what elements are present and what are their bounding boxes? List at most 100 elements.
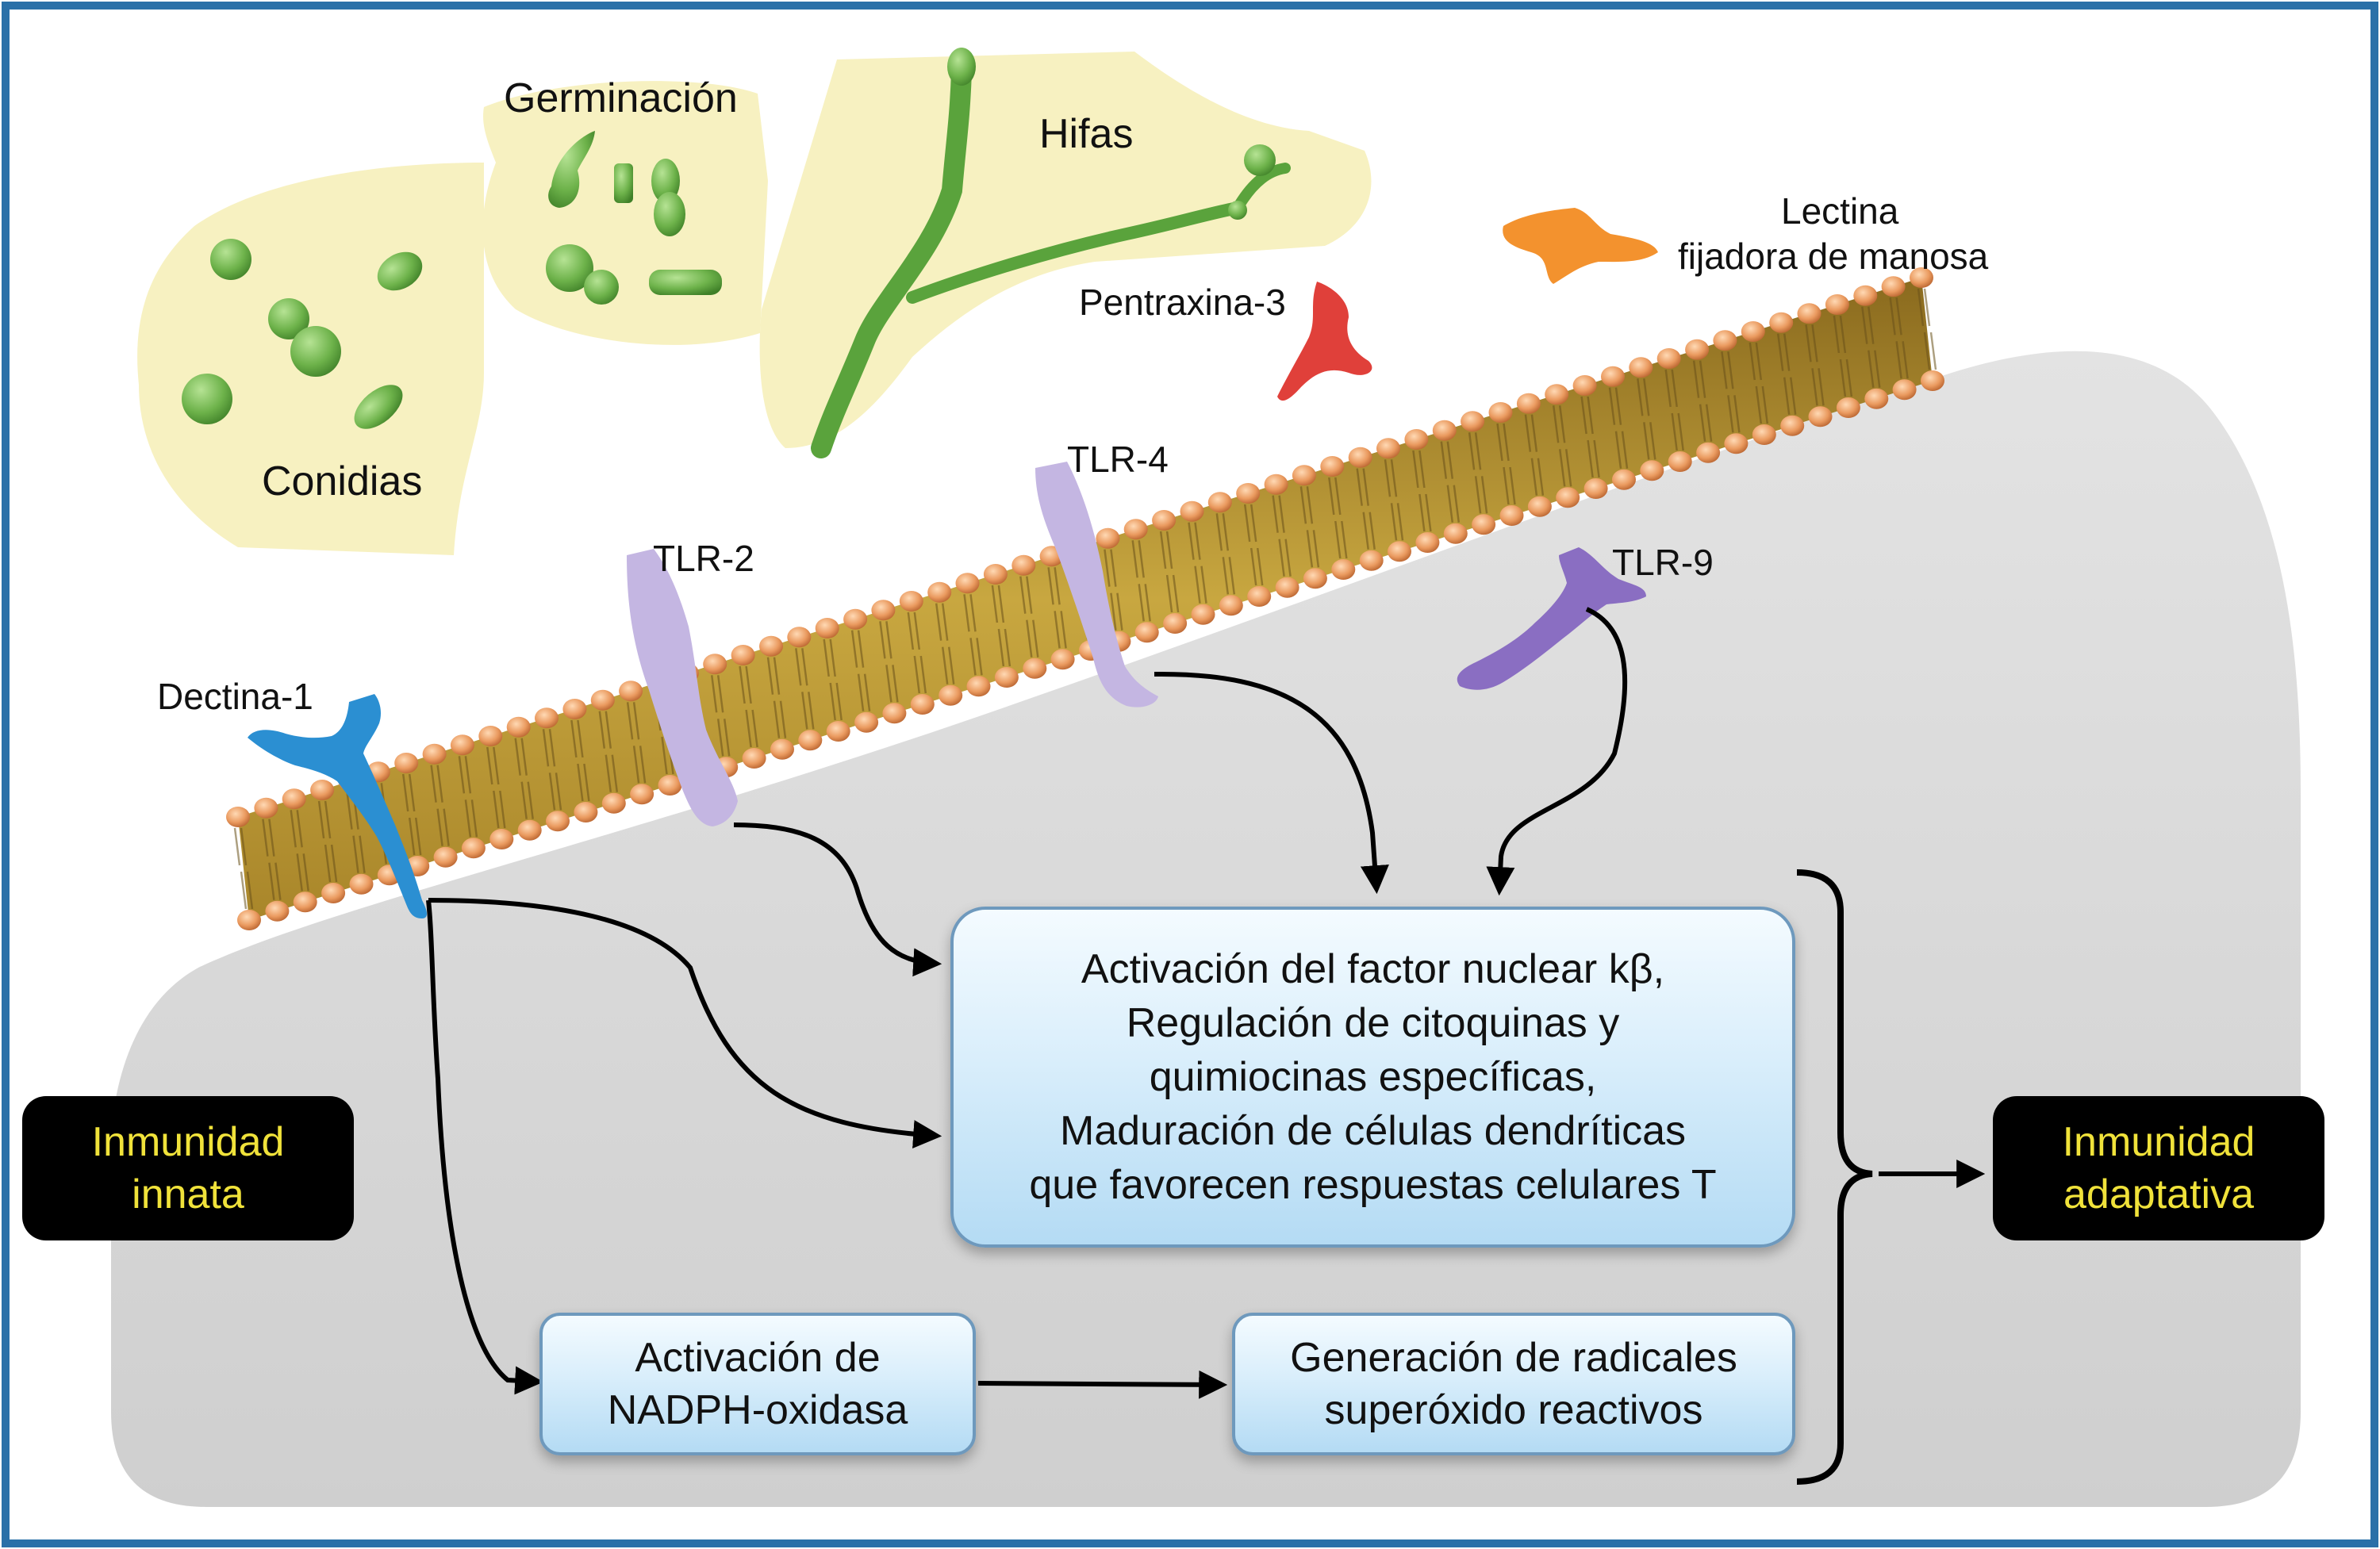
lipid-tail — [739, 665, 746, 704]
lipid-head-outer — [282, 788, 306, 810]
lipid-head-inner — [939, 684, 963, 706]
lipid-tail — [716, 675, 724, 713]
arrow-dectin-to-main — [428, 898, 942, 1149]
lipid-tail — [639, 746, 647, 784]
lipid-tail — [1453, 485, 1461, 523]
lipid-tail — [296, 853, 303, 891]
main-box-line-4: Maduración de células dendríticas — [1059, 1108, 1687, 1154]
lipid-head-inner — [1864, 388, 1889, 409]
lipid-tail — [723, 719, 731, 757]
lipid-tail — [1699, 404, 1706, 442]
lipid-tail — [941, 603, 949, 641]
lipid-tail — [1110, 549, 1117, 587]
lipid-tail — [1047, 567, 1054, 605]
lipid-tail — [240, 871, 248, 910]
lipid-tail — [414, 817, 422, 856]
lipid-head-inner — [1191, 604, 1215, 625]
lipid-tail — [1446, 485, 1454, 523]
lipid-tail — [1789, 377, 1797, 415]
lipid-head-inner — [1275, 577, 1299, 598]
lipid-tail — [745, 709, 752, 748]
lipid-tail — [1929, 332, 1937, 370]
adaptive-line-1: Inmunidad — [2062, 1119, 2255, 1165]
innate-immunity-label: Inmunidad innata — [22, 1096, 354, 1240]
lipid-tail — [1895, 297, 1902, 335]
lipid-head-outer — [1601, 366, 1625, 387]
lipid-head-outer — [899, 591, 923, 612]
lipid-tail — [1446, 441, 1454, 479]
lipid-head-outer — [394, 753, 419, 773]
lipid-tail — [1839, 315, 1847, 354]
lipid-tail — [324, 844, 332, 883]
lipid-tail — [1334, 477, 1342, 516]
lipid-tail — [1496, 423, 1503, 462]
lipid-tail — [1761, 385, 1769, 424]
lipid-tail — [1172, 574, 1180, 613]
lipid-tail — [969, 638, 977, 676]
lipid-tail — [1362, 468, 1369, 506]
lipid-head-inner — [1050, 649, 1075, 670]
lipid-tail — [1524, 414, 1532, 452]
lipid-tail — [1418, 493, 1426, 532]
lipid-tail — [863, 673, 871, 711]
lipid-tail — [1889, 297, 1896, 335]
lipid-tail — [1060, 611, 1067, 649]
lipid-tail — [857, 673, 865, 711]
lipid-tail — [555, 773, 562, 811]
lipid-tail — [1839, 358, 1847, 397]
lipid-head-inner — [601, 792, 626, 814]
lipid-tail — [1243, 504, 1251, 543]
radicals-box-line-1: Generación de radicales — [1290, 1335, 1737, 1381]
lipid-tail — [1144, 584, 1151, 622]
lipid-tail — [1783, 333, 1791, 371]
lipid-tail — [1468, 432, 1476, 470]
membrane-lipid-tails — [233, 288, 1937, 910]
lipid-tail — [1188, 522, 1195, 560]
lipid-tail — [436, 808, 443, 846]
lipid-tail — [290, 810, 297, 848]
lipid-tail — [913, 612, 921, 650]
arrow-tlr2-to-main — [733, 822, 942, 977]
lipid-tail — [991, 585, 999, 623]
lipid-tail — [892, 665, 899, 703]
germinating-spores — [546, 131, 722, 305]
lipid-head-outer — [1881, 276, 1906, 297]
lipid-tail — [1341, 520, 1348, 559]
lipid-tail — [801, 692, 808, 730]
lipid-head-outer — [815, 618, 839, 638]
lipid-tail — [1677, 412, 1684, 451]
lipid-tail — [1530, 458, 1538, 496]
lipid-tail — [1256, 547, 1264, 586]
lipid-tail — [401, 773, 409, 812]
lipid-head-inner — [1780, 415, 1805, 436]
lipid-tail — [1755, 342, 1763, 381]
lipid-head-outer — [1376, 438, 1400, 459]
lipid-tail — [1004, 628, 1012, 667]
lipid-tail — [976, 638, 983, 676]
lipid-head-outer — [1264, 474, 1288, 495]
lipid-tail — [598, 711, 606, 749]
adaptive-line-2: adaptativa — [2063, 1171, 2254, 1217]
lipid-tail — [1699, 360, 1706, 398]
lipid-tail — [352, 835, 359, 873]
lipid-tail — [941, 646, 949, 684]
lipid-tail — [1054, 567, 1061, 605]
arrow-nadph-to-radicals — [977, 1370, 1228, 1399]
lipid-tail — [1278, 495, 1285, 533]
lipid-tail — [408, 773, 416, 812]
arrow-dectin-to-nadph — [426, 899, 544, 1395]
lipid-tail — [1222, 557, 1230, 595]
lipid-head-inner — [1640, 460, 1664, 481]
lipid-tail — [1558, 449, 1566, 487]
lipid-tail — [829, 638, 836, 677]
lipid-tail — [969, 594, 977, 632]
lipid-head-inner — [265, 900, 290, 922]
lipid-head-outer — [619, 681, 643, 702]
lipid-tail — [1705, 404, 1713, 442]
lipid-tail — [632, 702, 640, 740]
lipid-tail — [577, 719, 584, 758]
lipid-tail — [1222, 513, 1230, 551]
lipid-tail — [1250, 547, 1257, 586]
lipid-tail — [1671, 369, 1678, 408]
